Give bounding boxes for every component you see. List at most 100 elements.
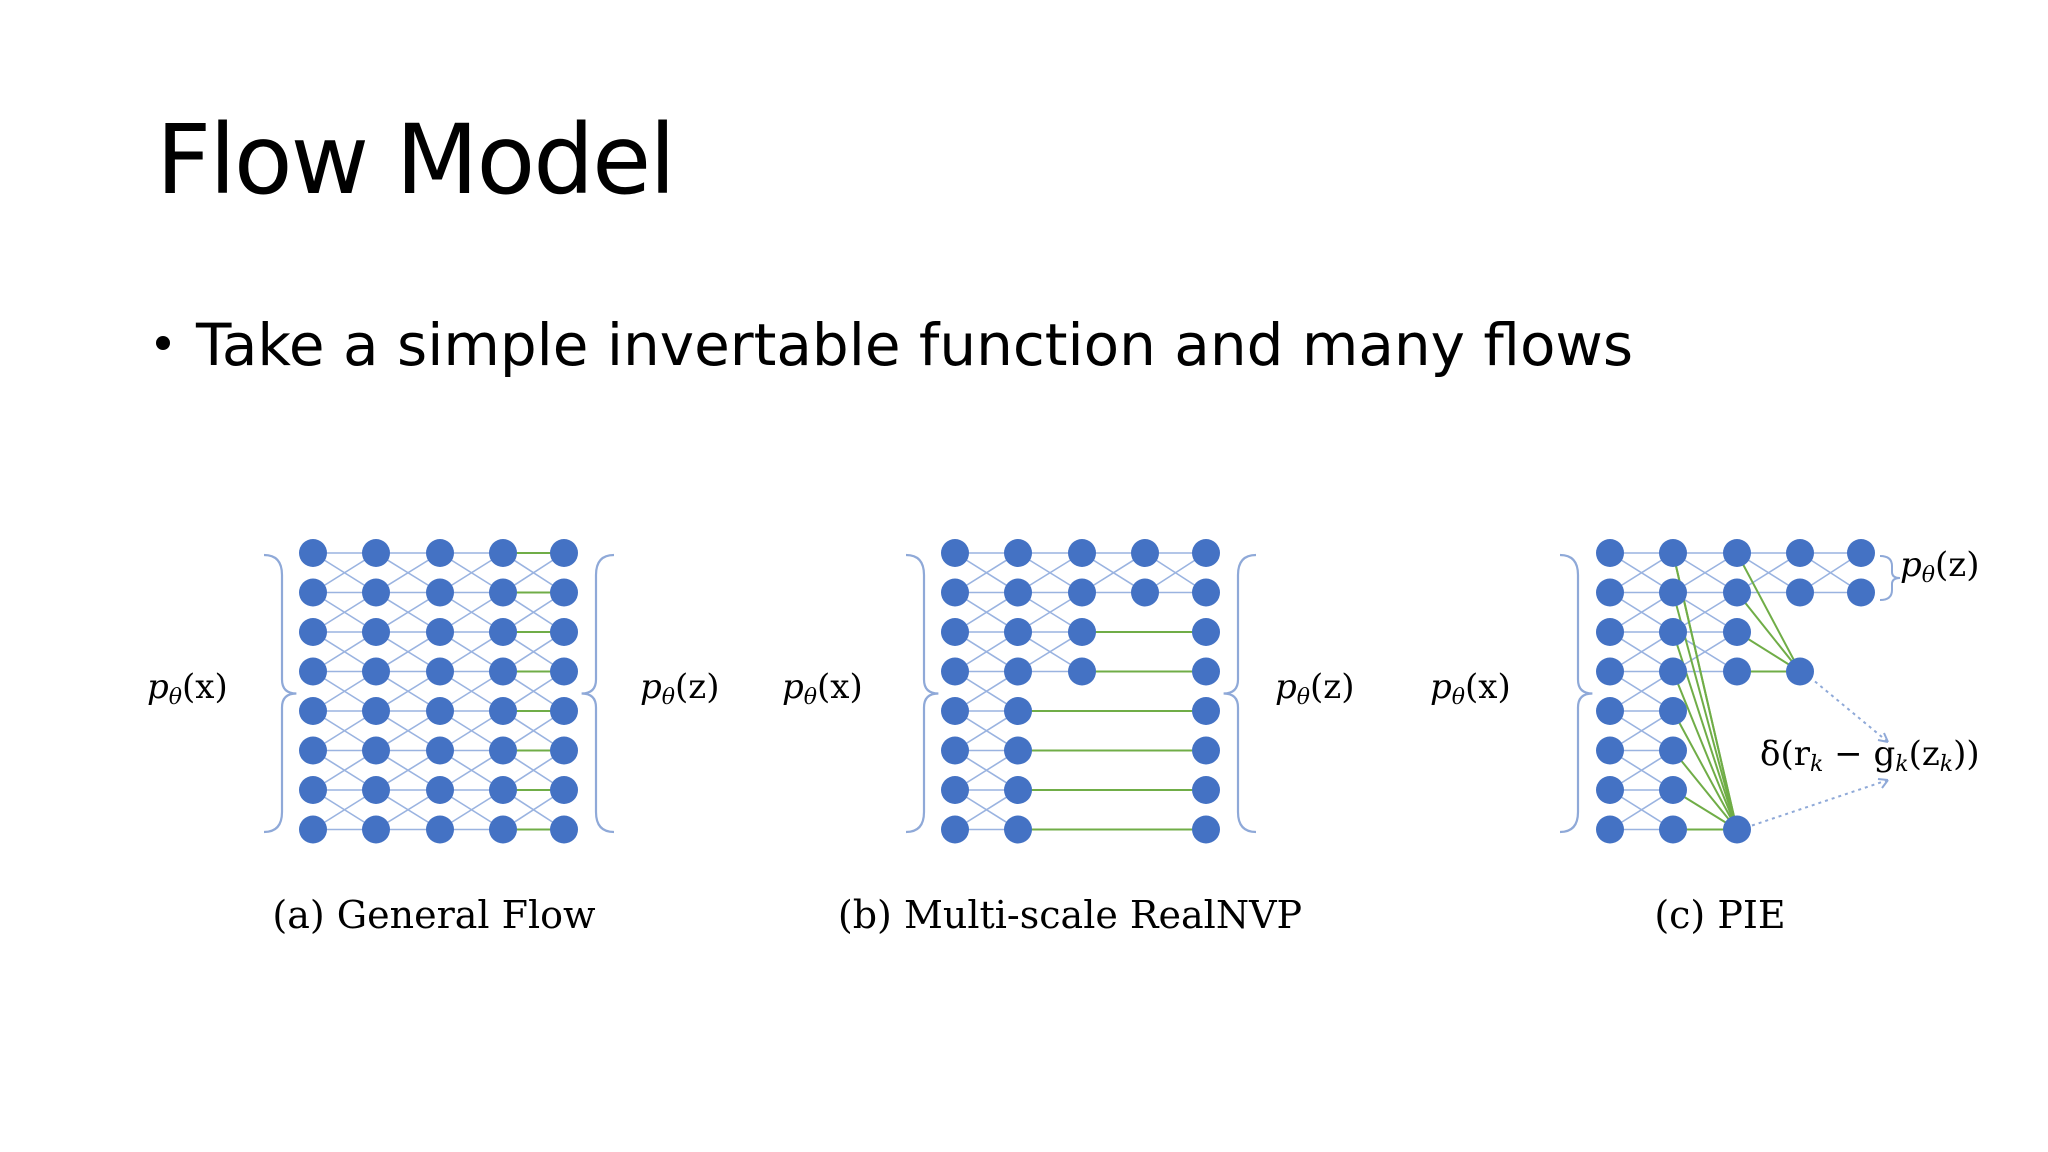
flow-node — [489, 736, 517, 765]
flow-node — [489, 539, 517, 567]
brace — [1223, 553, 1257, 834]
flow-node — [1192, 697, 1220, 725]
flow-node — [1659, 578, 1687, 607]
flow-node — [1596, 618, 1624, 646]
flow-node — [1723, 578, 1751, 607]
flow-node — [362, 578, 390, 607]
flow-node — [489, 578, 517, 607]
flow-node — [1192, 815, 1220, 844]
flow-node — [426, 657, 454, 686]
arrow-head-icon — [1877, 778, 1889, 789]
flow-node — [1004, 736, 1032, 765]
flow-node — [299, 697, 327, 725]
flow-node — [941, 776, 969, 804]
edge-skip — [1736, 591, 1801, 673]
label-px-c: pθ(x) — [1430, 667, 1511, 710]
flow-node — [362, 539, 390, 567]
flow-node — [362, 815, 390, 844]
flow-node — [1131, 539, 1159, 567]
flow-node — [1004, 697, 1032, 725]
flow-node — [1068, 618, 1096, 646]
flow-node — [550, 539, 578, 567]
flow-node — [1659, 618, 1687, 646]
flow-node — [1192, 657, 1220, 686]
flow-node — [299, 578, 327, 607]
flow-node — [1847, 539, 1875, 567]
flow-node — [1004, 815, 1032, 844]
flow-node — [1723, 539, 1751, 567]
flow-node — [299, 736, 327, 765]
flow-node — [1659, 657, 1687, 686]
flow-node — [1596, 697, 1624, 725]
flow-node — [1596, 776, 1624, 804]
flow-node — [1596, 539, 1624, 567]
flow-node — [1847, 578, 1875, 607]
flow-node — [299, 539, 327, 567]
label-px-b: pθ(x) — [782, 667, 863, 710]
flow-node — [941, 815, 969, 844]
flow-node — [1068, 657, 1096, 686]
flow-node — [550, 815, 578, 844]
flow-node — [1068, 578, 1096, 607]
brace — [263, 553, 297, 834]
brace-small — [1879, 555, 1901, 601]
edge-skip — [1672, 710, 1738, 830]
flow-node — [1723, 815, 1751, 844]
flow-node — [1659, 815, 1687, 844]
dotted-arrow — [1751, 779, 1889, 827]
flow-node — [1659, 539, 1687, 567]
flow-node — [1596, 578, 1624, 607]
flow-node — [299, 776, 327, 804]
flow-node — [1596, 657, 1624, 686]
panel-multiscale-realnvp — [905, 539, 1257, 844]
flow-node — [1659, 776, 1687, 804]
flow-node — [299, 618, 327, 646]
flow-node — [362, 697, 390, 725]
slide-title: Flow Model — [156, 104, 676, 216]
flow-node — [426, 736, 454, 765]
flow-node — [550, 776, 578, 804]
flow-node — [489, 657, 517, 686]
flow-node — [550, 736, 578, 765]
flow-node — [362, 657, 390, 686]
flow-node — [550, 578, 578, 607]
flow-node — [1131, 578, 1159, 607]
flow-node — [1004, 578, 1032, 607]
panel-general-flow — [263, 539, 615, 844]
flow-node — [426, 815, 454, 844]
dotted-arrow — [1814, 680, 1889, 743]
flow-node — [1723, 657, 1751, 686]
label-pz-a: pθ(z) — [640, 667, 719, 710]
brace — [581, 553, 615, 834]
flow-node — [941, 657, 969, 686]
flow-node — [1786, 539, 1814, 567]
flow-node — [362, 776, 390, 804]
flow-node — [489, 697, 517, 725]
arrow-head-icon — [1877, 732, 1889, 743]
flow-node — [1192, 776, 1220, 804]
flow-node — [941, 618, 969, 646]
bullet-dot-icon — [156, 335, 170, 350]
flow-node — [489, 815, 517, 844]
flow-node — [426, 539, 454, 567]
flow-node — [550, 697, 578, 725]
bullet-text: Take a simple invertable function and ma… — [196, 311, 1634, 379]
caption-a: (a) General Flow — [272, 893, 596, 937]
edge-skip — [1672, 671, 1738, 830]
flow-node — [941, 578, 969, 607]
brace — [1559, 553, 1593, 834]
flow-node — [489, 776, 517, 804]
brace — [905, 553, 939, 834]
caption-b: (b) Multi-scale RealNVP — [838, 893, 1302, 937]
flow-node — [1659, 697, 1687, 725]
flow-node — [1723, 618, 1751, 646]
label-pz-c: pθ(z) — [1900, 545, 1979, 588]
flow-node — [299, 815, 327, 844]
flow-node — [1004, 657, 1032, 686]
label-px-a: pθ(x) — [147, 667, 228, 710]
label-pz-b: pθ(z) — [1275, 667, 1354, 710]
flow-node — [550, 657, 578, 686]
flow-node — [1004, 776, 1032, 804]
edge-skip — [1672, 749, 1738, 831]
